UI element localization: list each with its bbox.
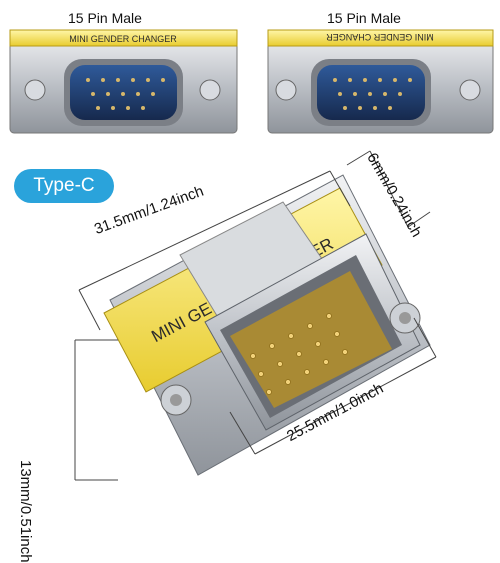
product-2-label: 15 Pin Male [327, 10, 401, 26]
adapter-angled-view: MINI GENDER CHANGER [103, 174, 431, 476]
strip-text-1: MINI GENDER CHANGER [69, 34, 177, 44]
dimension-lines [74, 150, 437, 481]
product-1-label: 15 Pin Male [68, 10, 142, 26]
dimension-height: 13mm/0.51inch [17, 460, 34, 563]
type-badge: Type-C [14, 169, 114, 203]
adapter-front-view-1: MINI GENDER CHANGER [9, 29, 238, 134]
strip-text-2: MINI GENDER CHANGER [326, 32, 434, 42]
product-illustration: MINI GENDER CHANGER MINI GENDER CHANGER [9, 29, 494, 481]
adapter-front-view-2: MINI GENDER CHANGER [267, 29, 494, 134]
